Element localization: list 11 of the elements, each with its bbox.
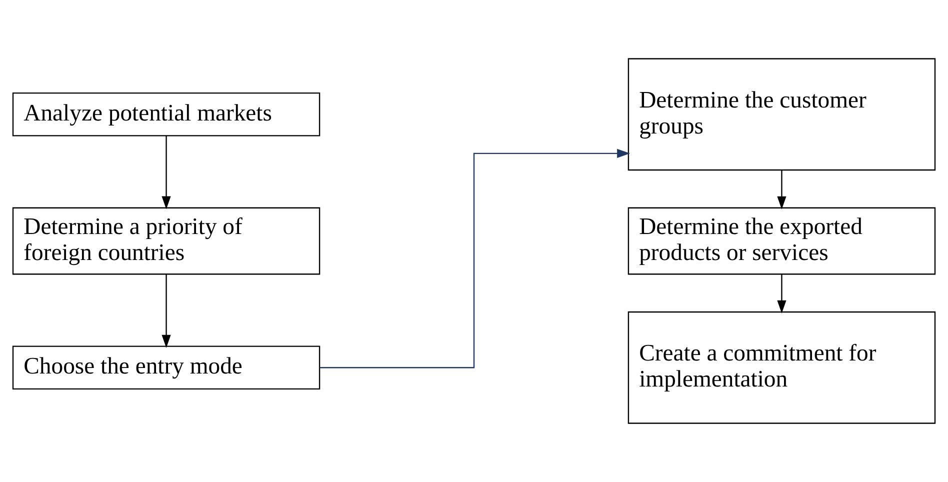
arrow (162, 274, 171, 348)
arrow (777, 170, 786, 210)
node-box: Determine the exported products or services (628, 207, 936, 275)
node-box: Choose the entry mode (12, 346, 320, 390)
node-box: Analyze potential markets (12, 92, 320, 136)
arrow (777, 274, 786, 314)
arrow (320, 148, 630, 368)
arrow (162, 136, 171, 210)
node-box: Create a commitment for implementation (628, 311, 936, 424)
node-box: Determine a priority of foreign countries (12, 207, 320, 275)
node-box: Determine the customer groups (628, 58, 936, 171)
